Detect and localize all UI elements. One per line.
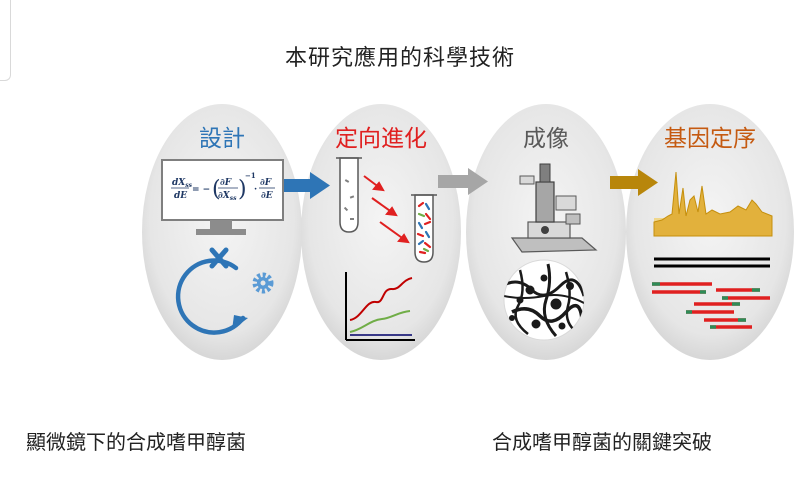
stage-label-imaging: 成像 [523, 126, 569, 152]
gear-icon [252, 272, 274, 294]
arrow-evolution-to-imaging [438, 168, 488, 195]
stage-label-design: 設計 [199, 126, 245, 152]
cycle-icon [175, 247, 248, 335]
monitor-icon [161, 159, 284, 235]
caption-left: 顯微鏡下的合成嗜甲醇菌 [26, 430, 246, 454]
test-tube-left [336, 157, 362, 233]
eq-close-paren: ) [238, 177, 247, 202]
caption-right: 合成嗜甲醇菌的關鍵突破 [492, 430, 712, 454]
stage-label-evolution: 定向進化 [335, 126, 427, 152]
red-arrows [363, 175, 410, 244]
eq-dot: · [254, 185, 257, 195]
arrow-design-to-evolution [284, 172, 330, 199]
sequencing-trace [653, 171, 773, 237]
stage-label-sequencing: 基因定序 [664, 126, 756, 152]
microscope-icon [510, 163, 598, 253]
eq-lhs-denominator: dE [174, 191, 187, 201]
test-tube-right [411, 194, 437, 263]
eq-r-numerator: ∂F [260, 178, 272, 188]
eq-open-paren: ( [212, 177, 221, 202]
growth-chart [345, 272, 415, 341]
eq-p-numerator: ∂F [220, 178, 232, 188]
eq-p-denominator: ∂Xss [218, 191, 237, 202]
arrow-imaging-to-sequencing [610, 169, 658, 196]
eq-lhs-numerator: dXss [172, 178, 193, 189]
sequence-reference-lines [654, 257, 770, 268]
sequence-reads [652, 282, 770, 329]
eq-minus: = − [192, 185, 210, 195]
eq-power: −1 [245, 171, 256, 180]
window-edge-mark [0, 0, 11, 81]
page-title: 本研究應用的科學技術 [284, 46, 515, 71]
equation: dXss dE = − ( ∂F ∂Xss ) −1 · ∂F ∂E [171, 171, 275, 202]
micrograph [503, 259, 585, 341]
eq-r-denominator: ∂E [261, 191, 273, 201]
